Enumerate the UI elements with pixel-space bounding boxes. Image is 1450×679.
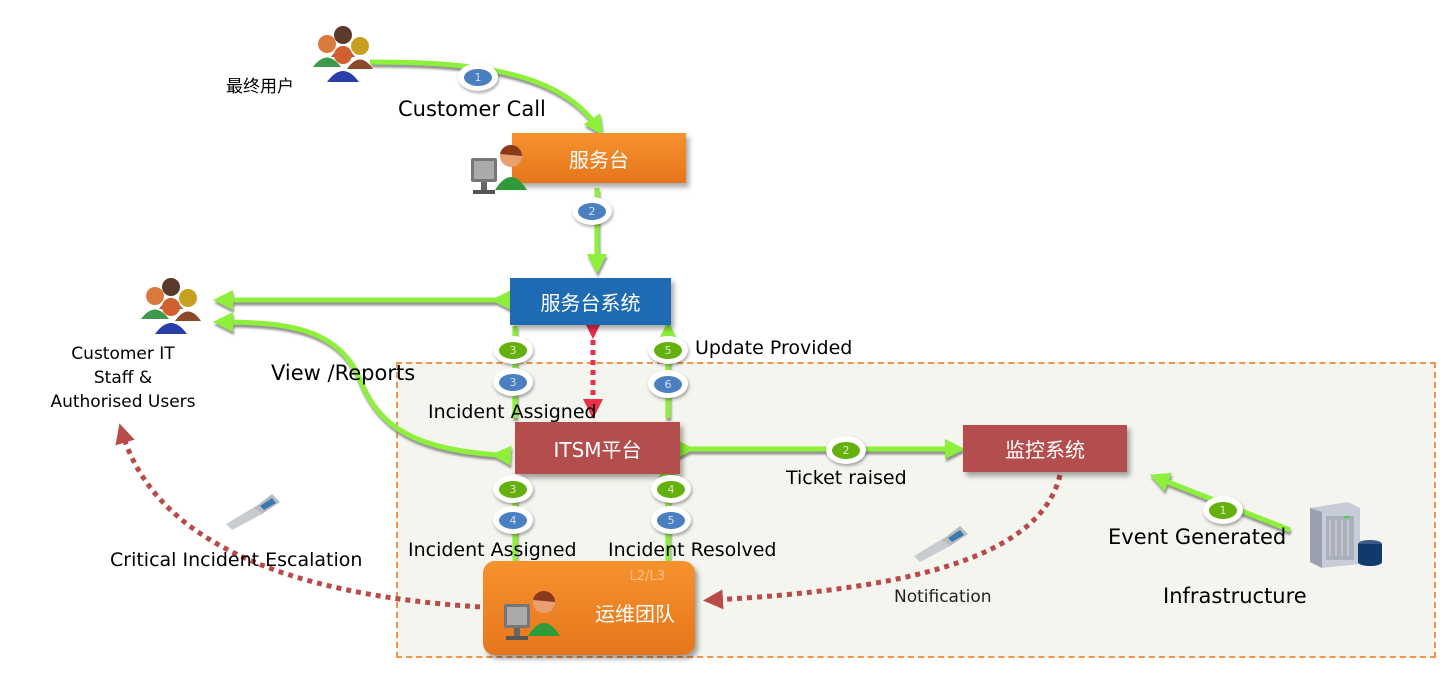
- service-desk-system-node[interactable]: 服务台系统: [510, 278, 671, 325]
- ops-team-label: 运维团队: [595, 601, 675, 626]
- update-provided-label: Update Provided: [695, 337, 853, 359]
- customer-call-label: Customer Call: [398, 97, 546, 121]
- event-generated-label: Event Generated: [1108, 525, 1287, 549]
- monitoring-system-label: 监控系统: [1005, 438, 1085, 462]
- agent-computer-icon: [500, 588, 564, 644]
- step-badge-update-blue: 6: [648, 370, 688, 398]
- step-badge-event-generated: 1: [1203, 496, 1243, 524]
- mobile-phone-icon: [222, 490, 282, 530]
- step-badge-platform-assign-green: 3: [493, 475, 533, 503]
- ticket-raised-label: Ticket raised: [786, 467, 907, 489]
- mobile-phone-icon: [910, 522, 970, 562]
- itsm-platform-label: ITSM平台: [553, 437, 642, 462]
- ops-team-tier-tag: L2/L3: [629, 569, 665, 584]
- notification-label: Notification: [894, 587, 992, 607]
- arrow-critical-escalation: [115, 423, 501, 611]
- step-badge-platform-assign-blue: 4: [493, 506, 533, 534]
- arrow-view-reports: [213, 312, 512, 466]
- agent-computer-icon: [467, 142, 531, 198]
- user-group-icon: [305, 22, 380, 82]
- step-badge-customer-call: 1: [458, 63, 498, 91]
- view-reports-label: View /Reports: [271, 361, 416, 385]
- step-badge-ticket-raised: 2: [826, 436, 866, 464]
- step-badge-update-green: 5: [648, 336, 688, 364]
- service-desk-label: 服务台: [569, 147, 629, 172]
- infrastructure-label: Infrastructure: [1163, 584, 1307, 608]
- customer-it-label: Customer IT Staff & Authorised Users: [50, 344, 196, 412]
- user-group-icon: [133, 274, 208, 334]
- incident-assigned-top-label: Incident Assigned: [428, 401, 597, 423]
- incident-assigned-bottom-label: Incident Assigned: [408, 539, 577, 561]
- step-badge-resolved-green: 4: [651, 475, 691, 503]
- step-badge-resolved-blue: 5: [651, 506, 691, 534]
- critical-escalation-label: Critical Incident Escalation: [110, 549, 363, 571]
- incident-resolved-label: Incident Resolved: [608, 539, 777, 561]
- step-badge-desk-to-system: 2: [572, 197, 612, 225]
- step-badge-system-assign-green: 3: [493, 336, 533, 364]
- service-desk-node[interactable]: 服务台: [512, 133, 686, 183]
- itsm-platform-node[interactable]: ITSM平台: [515, 422, 680, 474]
- server-database-icon: [1300, 498, 1384, 570]
- arrow-notification: [703, 474, 1063, 610]
- step-badge-system-assign-blue: 3: [493, 368, 533, 396]
- monitoring-system-node[interactable]: 监控系统: [963, 425, 1127, 472]
- service-desk-system-label: 服务台系统: [540, 291, 641, 315]
- end-users-label: 最终用户: [226, 77, 294, 97]
- arrow-customer-call: [369, 59, 603, 136]
